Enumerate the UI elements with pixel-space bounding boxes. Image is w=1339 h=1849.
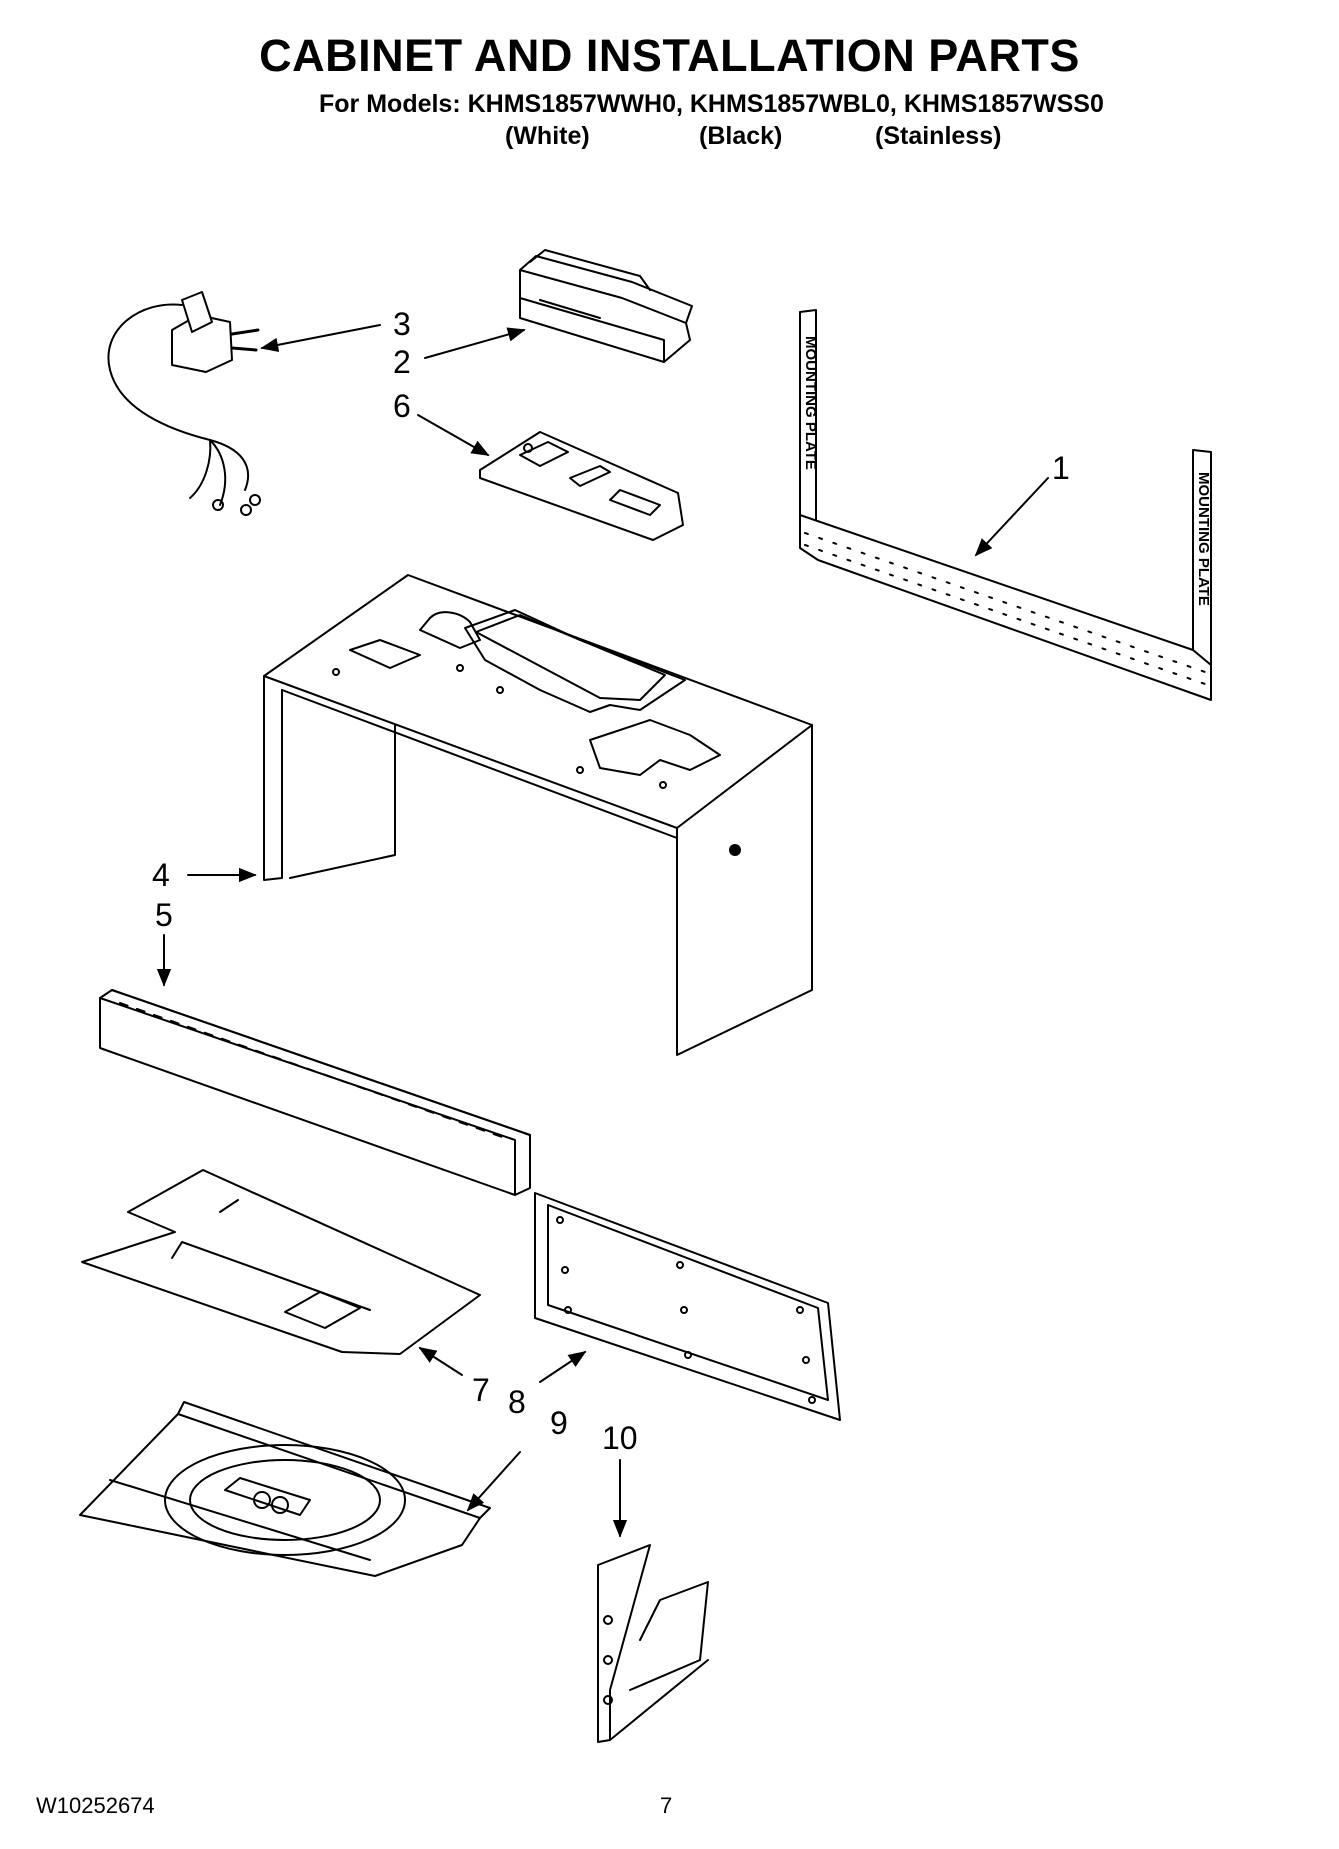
callout-8: 8 bbox=[508, 1384, 526, 1420]
callout-4: 4 bbox=[152, 857, 170, 893]
callout-5: 5 bbox=[155, 897, 173, 933]
part-side-bracket bbox=[598, 1545, 708, 1742]
callout-7: 7 bbox=[472, 1372, 490, 1408]
callout-1: 1 bbox=[1052, 450, 1070, 486]
part-cabinet bbox=[264, 575, 812, 1055]
callout-3: 3 bbox=[393, 306, 411, 342]
part-back-panel bbox=[535, 1193, 840, 1420]
doc-number: W10252674 bbox=[36, 1793, 155, 1818]
mounting-plate-label-left: MOUNTING PLATE bbox=[802, 336, 819, 470]
callout-6: 6 bbox=[393, 388, 411, 424]
part-bottom-tray bbox=[80, 1402, 490, 1576]
mounting-plate-label-right: MOUNTING PLATE bbox=[1195, 472, 1212, 606]
part-mounting-plate: MOUNTING PLATE MOUNTING PLATE bbox=[800, 310, 1212, 700]
page-title: CABINET AND INSTALLATION PARTS bbox=[259, 30, 1080, 81]
models-line: For Models: KHMS1857WWH0, KHMS1857WBL0, … bbox=[319, 90, 1104, 118]
callout-9: 9 bbox=[550, 1405, 568, 1441]
part-panel bbox=[82, 1170, 480, 1354]
variant-stainless: (Stainless) bbox=[875, 122, 1002, 150]
leader-lines bbox=[156, 325, 1048, 1538]
callout-2: 2 bbox=[393, 344, 411, 380]
callout-10: 10 bbox=[602, 1420, 638, 1456]
part-plate bbox=[480, 432, 683, 540]
part-power-cord bbox=[108, 292, 260, 515]
page-number: 7 bbox=[660, 1793, 673, 1818]
part-damper bbox=[520, 250, 692, 362]
variant-white: (White) bbox=[505, 122, 590, 150]
variant-black: (Black) bbox=[699, 122, 783, 150]
part-grille bbox=[100, 990, 530, 1195]
